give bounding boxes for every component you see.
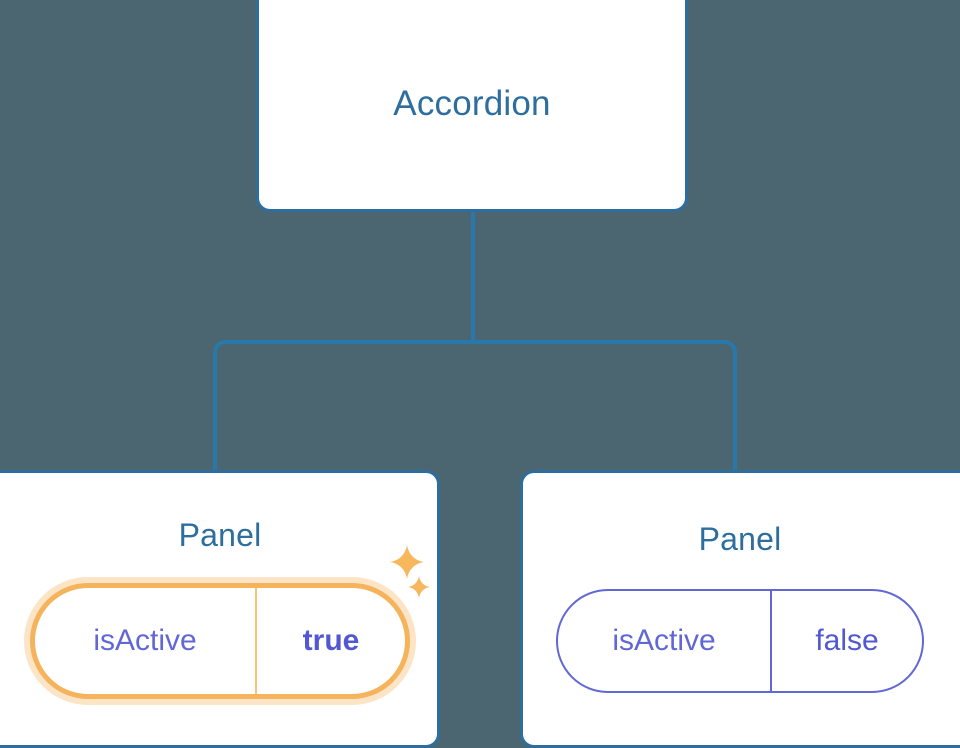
node-accordion[interactable]: Accordion <box>256 0 688 212</box>
prop-key-cell: isActive <box>558 591 772 691</box>
edge-root-to-panel-left <box>213 340 473 474</box>
prop-pill-isactive-false[interactable]: isActive false <box>556 589 924 693</box>
node-panel-inactive-title: Panel <box>698 521 782 557</box>
prop-value-label: false <box>815 624 879 657</box>
prop-value-cell: false <box>772 591 922 691</box>
node-panel-active-title: Panel <box>178 517 262 553</box>
prop-key-label: isActive <box>93 624 197 657</box>
prop-pill-isactive-true[interactable]: isActive true <box>30 583 410 699</box>
prop-value-cell: true <box>257 588 405 694</box>
prop-value-label: true <box>302 624 360 657</box>
prop-pill-isactive-false-wrap: isActive false <box>556 589 924 693</box>
edge-root-to-panel-right <box>473 340 737 474</box>
prop-key-label: isActive <box>612 624 716 657</box>
prop-pill-isactive-true-wrap: isActive true <box>30 583 410 699</box>
prop-key-cell: isActive <box>35 588 257 694</box>
node-accordion-title: Accordion <box>393 83 551 123</box>
